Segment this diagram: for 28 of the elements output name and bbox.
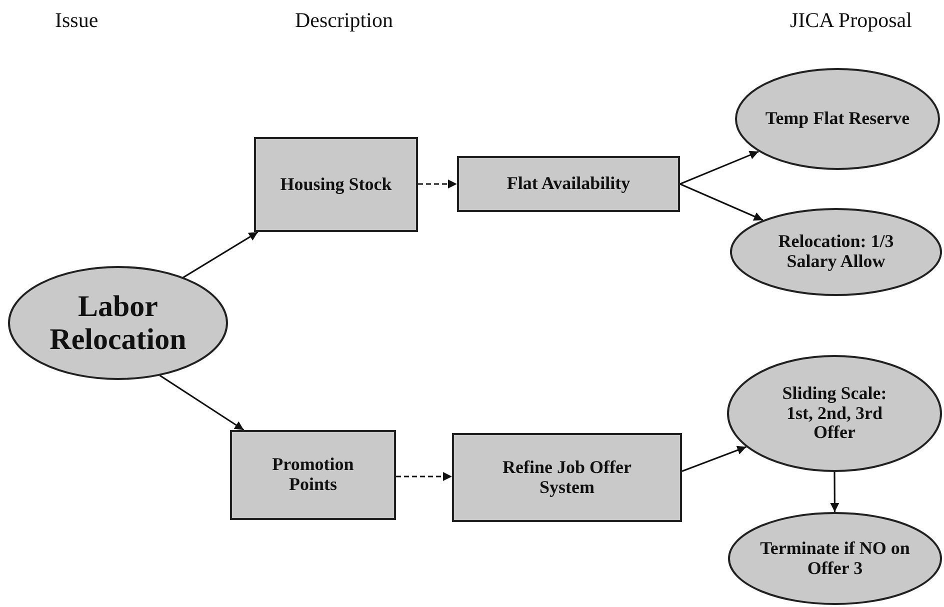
node-label: Sliding Scale: 1st, 2nd, 3rd Offer [781, 384, 888, 444]
proposal-ellipse [728, 512, 942, 605]
arrow [682, 446, 747, 472]
column-heading: Description [295, 8, 393, 33]
node-label: Flat Availability [506, 174, 630, 194]
arrow [830, 472, 840, 512]
arrow [159, 374, 244, 431]
process-box [452, 433, 682, 522]
proposal-ellipse [735, 68, 940, 170]
proposal-ellipse [730, 208, 942, 296]
node-label: Promotion Points [271, 455, 355, 495]
column-heading: JICA Proposal [790, 8, 912, 33]
node-label: Labor Relocation [48, 290, 188, 356]
arrow [396, 472, 452, 481]
node-label: Terminate if NO on Offer 3 [760, 538, 910, 578]
node-label: Housing Stock [280, 174, 392, 194]
column-heading: Issue [55, 8, 98, 33]
proposal-ellipse [8, 266, 228, 380]
node-label: Relocation: 1/3 Salary Allow [777, 232, 895, 272]
arrow [680, 150, 759, 185]
node-label: Refine Job Offer System [502, 458, 632, 498]
process-box [254, 137, 418, 232]
proposal-ellipse [727, 355, 942, 472]
node-label: Temp Flat Reserve [765, 109, 910, 129]
arrow [680, 183, 764, 221]
arrow [418, 180, 457, 188]
process-box [230, 430, 396, 520]
process-box [457, 156, 680, 212]
